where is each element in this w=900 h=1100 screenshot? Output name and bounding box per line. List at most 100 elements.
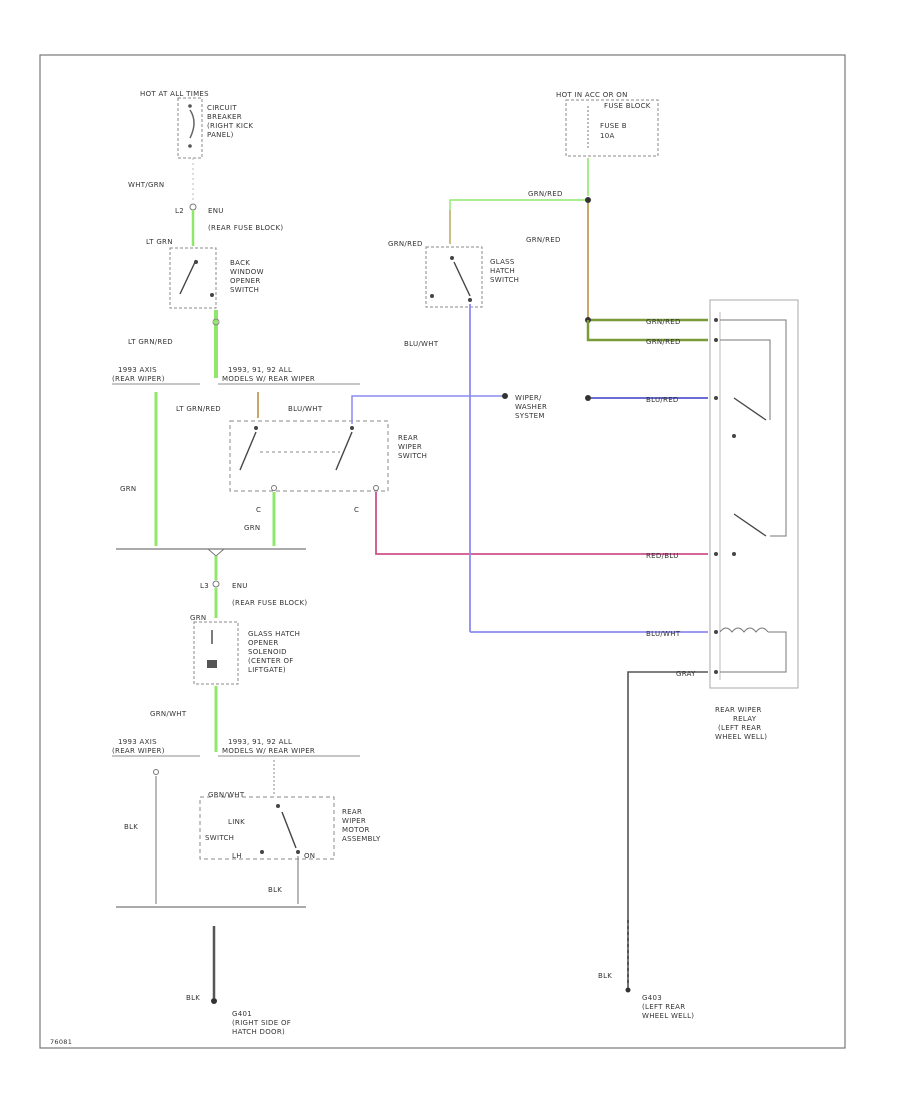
solenoid-label-2: OPENER	[248, 639, 278, 647]
model-1993-right-2-1: 1993, 91, 92 ALL	[228, 738, 292, 746]
wiper-motor-label-1: REAR	[342, 808, 362, 816]
c-label-right: C	[354, 506, 359, 514]
link-switch-label-2: SWITCH	[205, 834, 234, 842]
fuse-block-label: FUSE BLOCK	[604, 102, 651, 110]
rear-wiper-relay-box	[709, 299, 799, 689]
glass-hatch-switch-label-3: SWITCH	[490, 276, 519, 284]
wire-red-blu	[375, 492, 708, 555]
wiper-motor-label-4: ASSEMBLY	[342, 835, 381, 843]
fuse-label-1: FUSE B	[600, 122, 627, 130]
relay-label-2: RELAY	[733, 715, 757, 723]
circuit-breaker-label-3: (RIGHT KICK	[207, 122, 253, 130]
washer-system-label-2: WASHER	[515, 403, 547, 411]
rear-wiper-motor-box	[199, 796, 335, 860]
model-1993-right-2-2: MODELS W/ REAR WIPER	[222, 747, 315, 755]
blu-wht-label-2: BLU/WHT	[404, 340, 439, 348]
wht-grn-label: WHT/GRN	[128, 181, 164, 189]
relay-label-4: WHEEL WELL)	[715, 733, 767, 741]
solenoid-label-5: LIFTGATE)	[248, 666, 286, 674]
back-window-switch-label-1: BACK	[230, 259, 250, 267]
glass-hatch-switch-label-1: GLASS	[490, 258, 515, 266]
wire-gray	[627, 671, 708, 988]
lt-grn-red-label-2: LT GRN/RED	[176, 405, 221, 413]
hot-acc-on-label: HOT IN ACC OR ON	[556, 91, 628, 99]
g401-label-1: G401	[232, 1010, 252, 1018]
model-1993-left-2-1: 1993 AXIS	[118, 738, 157, 746]
circuit-breaker-label-1: CIRCUIT	[207, 104, 237, 112]
glass-hatch-solenoid-box	[193, 621, 239, 685]
grn-wht-label-2: GRN/WHT	[208, 791, 245, 799]
blu-wht-label-1: BLU/WHT	[288, 405, 323, 413]
grn-red-label-1: GRN/RED	[528, 190, 563, 198]
rear-wiper-switch-label-3: SWITCH	[398, 452, 427, 460]
circuit-breaker-box	[177, 97, 203, 159]
l3-label: L3	[200, 582, 209, 590]
relay-label-3: (LEFT REAR	[718, 724, 761, 732]
on-label: ON	[304, 852, 315, 860]
grn-red-label-5: GRN/RED	[646, 338, 681, 346]
grn-wht-label: GRN/WHT	[150, 710, 187, 718]
glass-hatch-switch-box	[425, 246, 483, 308]
back-window-switch-arm	[179, 259, 197, 295]
relay-label-1: REAR WIPER	[715, 706, 762, 714]
model-1993-right-2: MODELS W/ REAR WIPER	[222, 375, 315, 383]
fuse-label-2: 10A	[600, 132, 615, 140]
g403-label-2: (LEFT REAR	[642, 1003, 685, 1011]
g403-label-1: G403	[642, 994, 662, 1002]
blk-label-1: BLK	[124, 823, 138, 831]
grn-label-2: GRN	[244, 524, 260, 532]
model-1993-left-1: 1993 AXIS	[118, 366, 157, 374]
rear-wiper-switch-label-2: WIPER	[398, 443, 422, 451]
back-window-switch-label-2: WINDOW	[230, 268, 264, 276]
back-window-switch-label-3: OPENER	[230, 277, 260, 285]
lt-grn-label: LT GRN	[146, 238, 173, 246]
g403-label-3: WHEEL WELL)	[642, 1012, 694, 1020]
rear-wiper-switch-label-1: REAR	[398, 434, 418, 442]
blk-label-3: BLK	[186, 994, 200, 1002]
lt-grn-red-label-1: LT GRN/RED	[128, 338, 173, 346]
grn-red-label-2: GRN/RED	[526, 236, 561, 244]
solenoid-label-1: GLASS HATCH	[248, 630, 300, 638]
lh-label: LH	[232, 852, 242, 860]
connector-l2	[189, 203, 197, 211]
ground-g403	[625, 987, 631, 993]
washer-system-label-1: WIPER/	[515, 394, 542, 402]
rear-wiper-switch-box	[229, 420, 389, 492]
wiper-motor-label-3: MOTOR	[342, 826, 370, 834]
connector-l3	[212, 580, 220, 588]
wire-blu-wht-to-washer	[351, 395, 505, 424]
washer-system-label-3: SYSTEM	[515, 412, 545, 420]
blk-label-2: BLK	[268, 886, 282, 894]
l2-label: L2	[175, 207, 184, 215]
grn-label-3: GRN	[190, 614, 206, 622]
l2-desc: ENU	[208, 207, 224, 215]
link-switch-label-1: LINK	[228, 818, 245, 826]
fuse-block-box	[565, 99, 659, 157]
circuit-breaker-label-4: PANEL)	[207, 131, 234, 139]
ground-g401	[211, 998, 217, 1004]
solenoid-label-3: SOLENOID	[248, 648, 287, 656]
rear-fuse-block-1: (REAR FUSE BLOCK)	[208, 224, 283, 232]
circuit-breaker-label-2: BREAKER	[207, 113, 242, 121]
diagram-border	[39, 54, 846, 1049]
model-1993-right-1: 1993, 91, 92 ALL	[228, 366, 292, 374]
wiper-motor-label-2: WIPER	[342, 817, 366, 825]
grn-label: GRN	[120, 485, 136, 493]
blu-red-label: BLU/RED	[646, 396, 679, 404]
l3-desc: ENU	[232, 582, 248, 590]
model-1993-left-2: (REAR WIPER)	[112, 375, 165, 383]
back-window-switch-box	[169, 247, 217, 309]
grn-red-label-4: GRN/RED	[646, 318, 681, 326]
model-1993-left-2-2: (REAR WIPER)	[112, 747, 165, 755]
circuit-breaker-symbol	[189, 109, 195, 139]
rear-fuse-block-2: (REAR FUSE BLOCK)	[232, 599, 307, 607]
g401-label-3: HATCH DOOR)	[232, 1028, 285, 1036]
red-blu-label: RED/BLU	[646, 552, 679, 560]
hot-at-all-times-label: HOT AT ALL TIMES	[140, 90, 209, 98]
blu-wht-label-3: BLU/WHT	[646, 630, 681, 638]
back-window-switch-label-4: SWITCH	[230, 286, 259, 294]
solenoid-label-4: (CENTER OF	[248, 657, 294, 665]
c-label-left: C	[256, 506, 261, 514]
g401-label-2: (RIGHT SIDE OF	[232, 1019, 291, 1027]
